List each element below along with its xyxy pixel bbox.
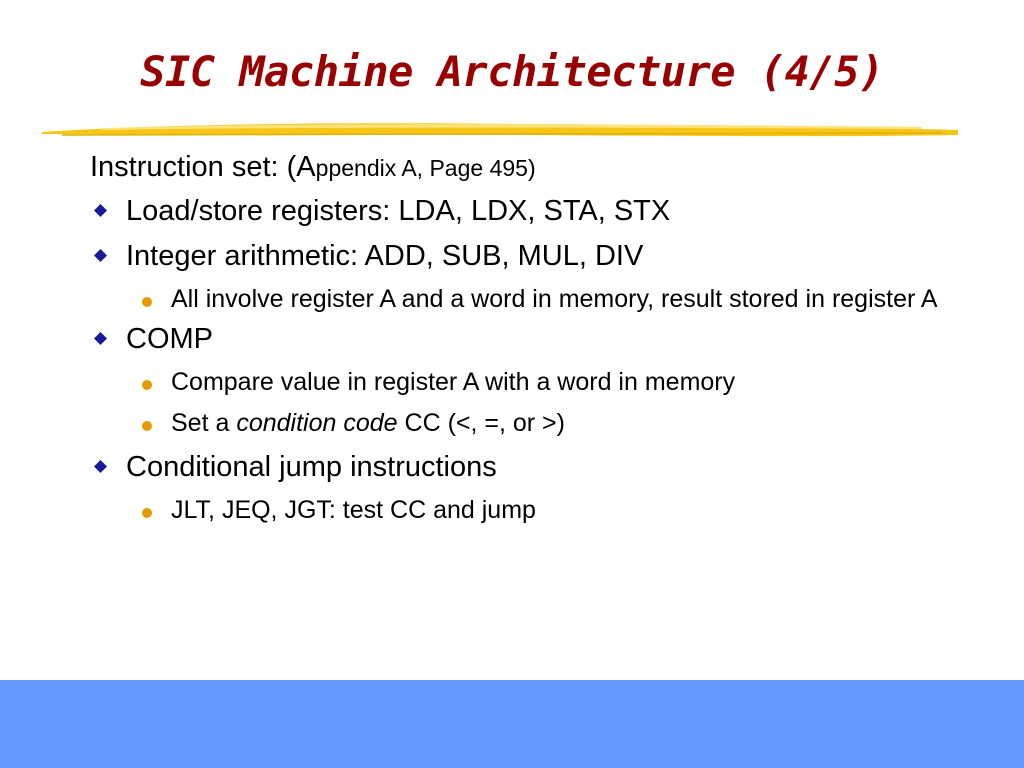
bullet-integer-arithmetic: Integer arithmetic: ADD, SUB, MUL, DIV: [90, 239, 970, 273]
subbullet-compare: Compare value in register A with a word …: [90, 364, 970, 401]
bullet-conditional-jump: Conditional jump instructions: [90, 450, 970, 484]
round-bullet-icon: [142, 508, 152, 518]
bullet-comp: COMP: [90, 322, 970, 356]
subbullet-text: JLT, JEQ, JGT: test CC and jump: [171, 496, 536, 524]
intro-lead: Instruction set: (A: [90, 151, 316, 183]
subbullet-text: All involve register A and a word in mem…: [171, 285, 938, 313]
subbullet-text-b: CC (<, =, or >): [397, 409, 565, 437]
round-bullet-icon: [142, 421, 152, 431]
slide-title: SIC Machine Architecture (4/5): [140, 47, 884, 96]
diamond-bullet-icon: [94, 249, 107, 262]
footer-band: [0, 680, 1024, 768]
subbullet-text: Compare value in register A with a word …: [171, 368, 736, 396]
intro-line: Instruction set: (Appendix A, Page 495): [90, 150, 970, 185]
subbullet-register-a: All involve register A and a word in mem…: [90, 281, 970, 318]
slide-body: Instruction set: (Appendix A, Page 495) …: [90, 150, 970, 529]
diamond-bullet-icon: [94, 204, 107, 217]
bullet-text: COMP: [126, 323, 213, 355]
subbullet-emphasis: condition code: [236, 409, 398, 437]
diamond-bullet-icon: [94, 460, 107, 473]
subbullet-text-a: Set a: [171, 409, 237, 437]
title-underline: [42, 123, 958, 137]
subbullet-jump-list: JLT, JEQ, JGT: test CC and jump: [90, 492, 970, 529]
bullet-text: Integer arithmetic: ADD, SUB, MUL, DIV: [126, 240, 644, 272]
round-bullet-icon: [142, 380, 152, 390]
bullet-text: Load/store registers: LDA, LDX, STA, STX: [126, 195, 671, 227]
intro-reference: ppendix A, Page 495): [315, 155, 536, 181]
bullet-load-store: Load/store registers: LDA, LDX, STA, STX: [90, 194, 970, 228]
bullet-text: Conditional jump instructions: [126, 451, 497, 483]
diamond-bullet-icon: [94, 332, 107, 345]
subbullet-condition-code: Set a condition code CC (<, =, or >): [90, 405, 970, 442]
round-bullet-icon: [142, 297, 152, 307]
